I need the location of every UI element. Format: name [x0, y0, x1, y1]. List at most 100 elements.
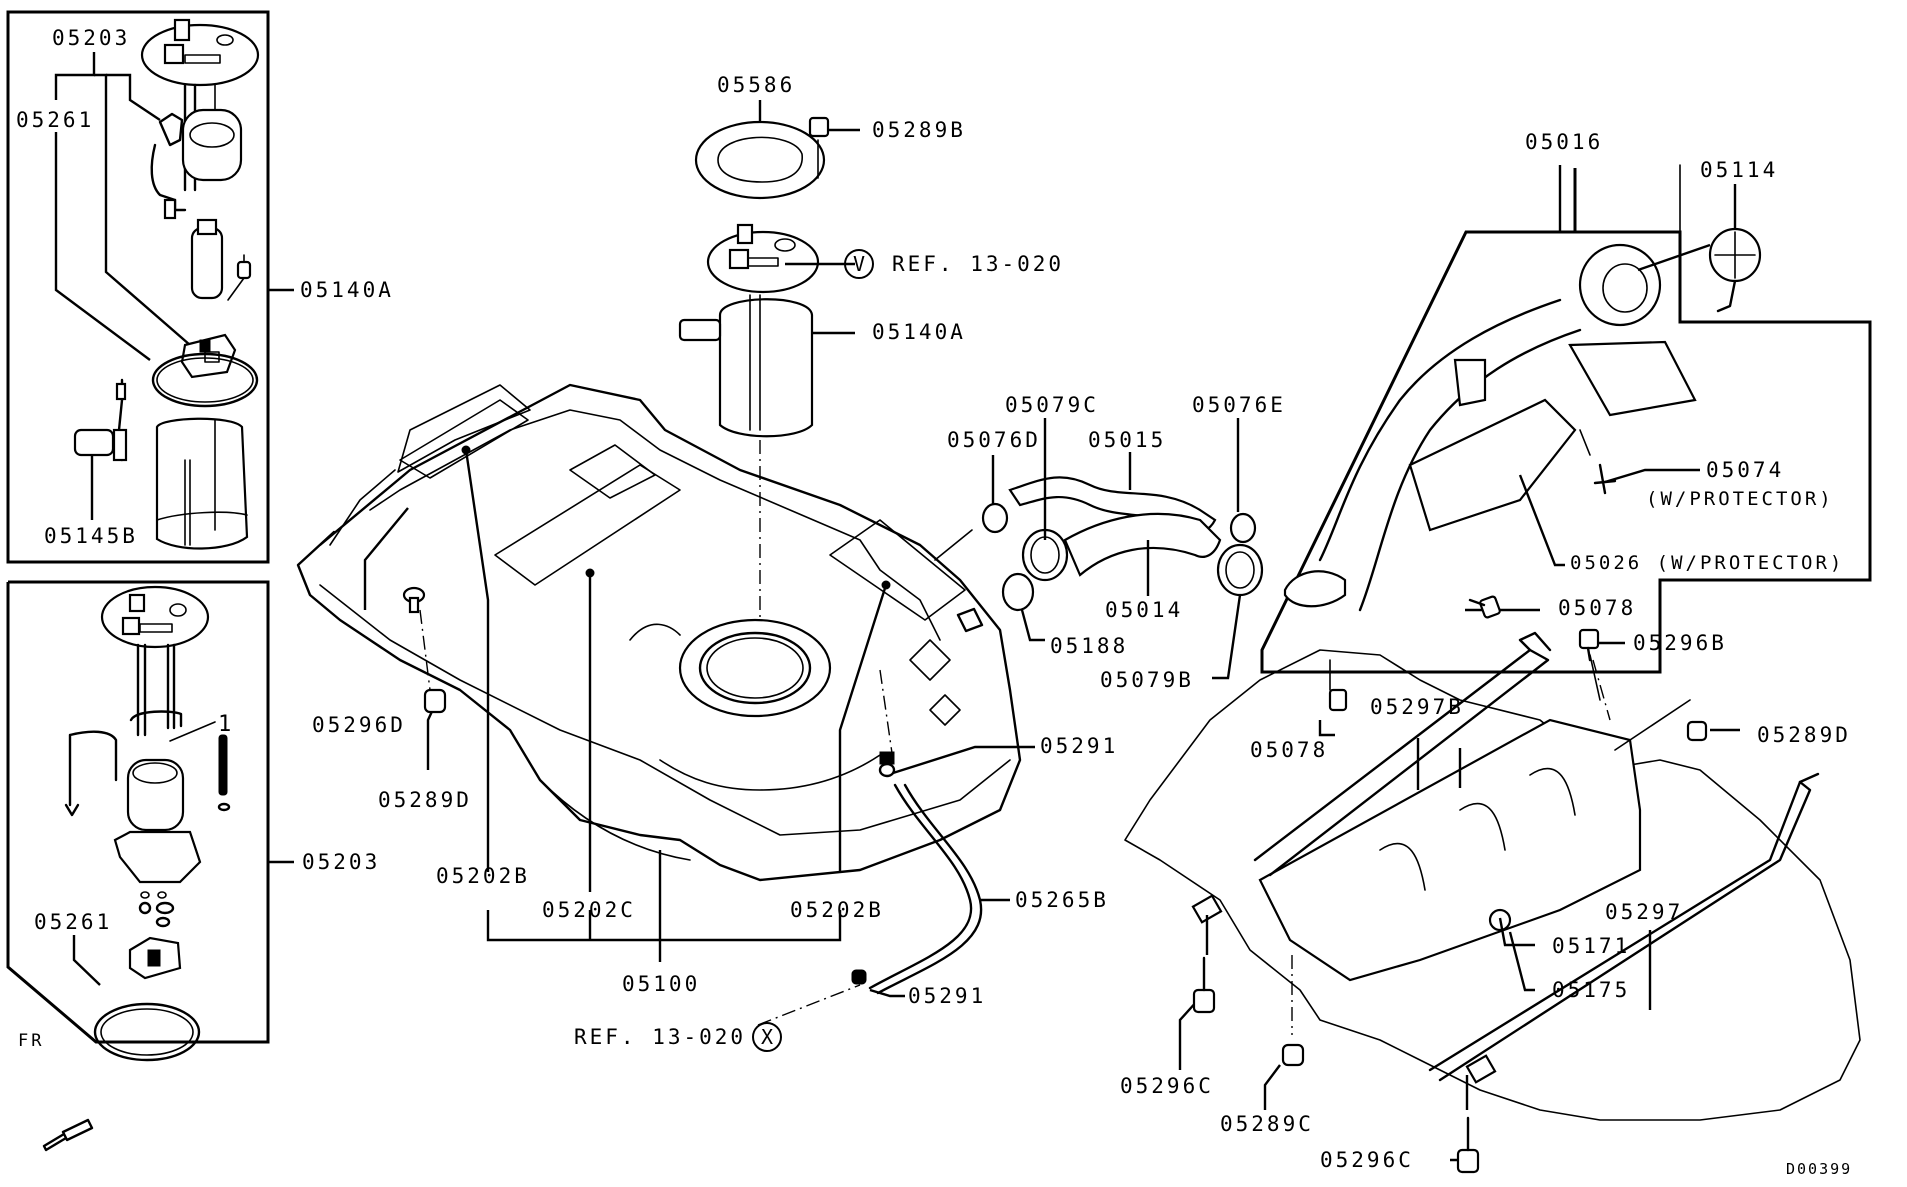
part-label-05261-bottom[interactable]: 05261: [34, 910, 113, 934]
part-label-05076e[interactable]: 05076E: [1192, 393, 1286, 417]
seal-plate-icon: [694, 100, 826, 200]
leader-05175: [1508, 931, 1535, 992]
part-label-05261-top[interactable]: 05261: [16, 108, 95, 132]
fuel-pump-icon: [190, 218, 224, 300]
front-direction-label: FR: [18, 1031, 45, 1051]
leader-05291-upper: [892, 745, 1035, 775]
part-label-05175[interactable]: 05175: [1552, 978, 1631, 1002]
ref-label-x[interactable]: REF. 13-020: [574, 1025, 747, 1049]
part-label-05297b[interactable]: 05297B: [1370, 695, 1464, 719]
front-direction-arrow-icon: [42, 1118, 94, 1152]
part-label-05100[interactable]: 05100: [622, 972, 701, 996]
drawing-id: D00399: [1786, 1160, 1853, 1178]
part-label-05016[interactable]: 05016: [1525, 130, 1604, 154]
filler-neck-frame: [1260, 168, 1872, 674]
part-label-05291-upper[interactable]: 05291: [1040, 734, 1119, 758]
leader-05026: [1518, 474, 1565, 567]
part-label-05140a-left[interactable]: 05140A: [300, 278, 394, 302]
leader-05202b-left: [464, 449, 490, 872]
part-label-05079c[interactable]: 05079C: [1005, 393, 1099, 417]
part-label-05296c-left[interactable]: 05296C: [1120, 1074, 1214, 1098]
part-label-05291-lower[interactable]: 05291: [908, 984, 987, 1008]
nut-05289d-left-icon: [423, 688, 447, 714]
leader-05203-top: [54, 52, 96, 100]
protector-05026-icon: [1408, 398, 1577, 532]
bolts-underside-icon: [1192, 595, 1708, 1174]
underside-leaders: [1178, 608, 1740, 1162]
part-label-05289d-left[interactable]: 05289D: [378, 788, 472, 812]
inset-top-left-frame: [6, 10, 270, 564]
tank-underside-icon: [1124, 631, 1861, 1121]
part-label-05078-upper[interactable]: 05078: [1558, 596, 1637, 620]
part-note-05074: (W/PROTECTOR): [1646, 488, 1834, 510]
part-label-05265b[interactable]: 05265B: [1015, 888, 1109, 912]
part-label-05145b[interactable]: 05145B: [44, 524, 138, 548]
ref-label-v[interactable]: REF. 13-020: [892, 252, 1065, 276]
part-label-1[interactable]: 1: [218, 712, 232, 737]
part-label-05079b[interactable]: 05079B: [1100, 668, 1194, 692]
grommet-05188-icon: [1001, 572, 1035, 612]
leader-05202b-right: [838, 584, 888, 872]
part-label-05296d[interactable]: 05296D: [312, 713, 406, 737]
part-label-05203-top[interactable]: 05203: [52, 26, 131, 50]
part-label-05297[interactable]: 05297: [1605, 900, 1684, 924]
part-label-05014[interactable]: 05014: [1105, 598, 1184, 622]
pump-module-icon: [140, 18, 260, 220]
leader-05261-bottom: [72, 935, 101, 986]
part-label-05171[interactable]: 05171: [1552, 934, 1631, 958]
callout-x[interactable]: X: [752, 1022, 782, 1052]
leader-05296d: [363, 507, 409, 610]
pump-module-assembly-icon: [64, 585, 231, 980]
hoses-icon: [934, 418, 1264, 680]
strap-05297b-icon: [1518, 631, 1552, 652]
pressure-regulator-icon: [227, 254, 252, 301]
leader-05289d-left: [426, 704, 437, 770]
leader-05289c: [1263, 1064, 1281, 1110]
part-label-05076d[interactable]: 05076D: [947, 428, 1041, 452]
leader-05078-lower: [1318, 720, 1335, 737]
leader-05171: [1498, 917, 1535, 947]
leader-05261-top: [54, 132, 151, 361]
tank-leaders: [363, 449, 1035, 1026]
clip-05291-upper-icon: [878, 751, 896, 778]
part-label-05114[interactable]: 05114: [1700, 158, 1779, 182]
nut-05289b-icon: [808, 116, 860, 179]
reservoir-cup-icon: [155, 417, 249, 550]
part-label-05202b-right[interactable]: 05202B: [790, 898, 884, 922]
strap-05297-icon: [1428, 780, 1812, 1082]
clamp-05076d-icon: [981, 502, 1009, 534]
part-label-05586[interactable]: 05586: [717, 73, 796, 97]
part-label-05188[interactable]: 05188: [1050, 634, 1129, 658]
leader-05291-lower: [869, 988, 905, 998]
part-label-05078-lower[interactable]: 05078: [1250, 738, 1329, 762]
inset-top-left: [6, 10, 294, 564]
inset-bottom-left: [6, 580, 294, 1152]
pump-module-center-icon: [678, 223, 855, 438]
o-ring-icon: [151, 352, 259, 408]
part-label-05289b[interactable]: 05289B: [872, 118, 966, 142]
part-label-05203-bottom[interactable]: 05203: [302, 850, 381, 874]
part-label-05015[interactable]: 05015: [1088, 428, 1167, 452]
callout-v[interactable]: V: [844, 249, 874, 279]
clip-05291-lower-icon: [851, 969, 867, 985]
heat-shield-05171-icon: [1258, 718, 1642, 982]
part-label-05074[interactable]: 05074: [1706, 458, 1785, 482]
filler-neck-icon: [1260, 164, 1872, 674]
clip-05074-icon: [1579, 429, 1700, 495]
part-label-05289d-right[interactable]: 05289D: [1757, 723, 1851, 747]
pump-bracket-icon: [180, 333, 237, 379]
part-label-05296b[interactable]: 05296B: [1633, 631, 1727, 655]
part-label-05289c[interactable]: 05289C: [1220, 1112, 1314, 1136]
part-label-05026[interactable]: 05026 (W/PROTECTOR): [1570, 552, 1845, 574]
inset-bottom-left-frame: [6, 580, 270, 1044]
bracket-05100: [486, 910, 842, 942]
leader-1: [169, 721, 216, 742]
part-label-05202c[interactable]: 05202C: [542, 898, 636, 922]
o-ring-icon-bottom: [93, 1002, 201, 1062]
part-label-05202b-left[interactable]: 05202B: [436, 864, 530, 888]
fuel-cap-icon: [1708, 184, 1762, 313]
leader-05296c-left: [1178, 999, 1199, 1070]
part-label-05140a-center[interactable]: 05140A: [872, 320, 966, 344]
part-label-05296c-bottom[interactable]: 05296C: [1320, 1148, 1414, 1172]
